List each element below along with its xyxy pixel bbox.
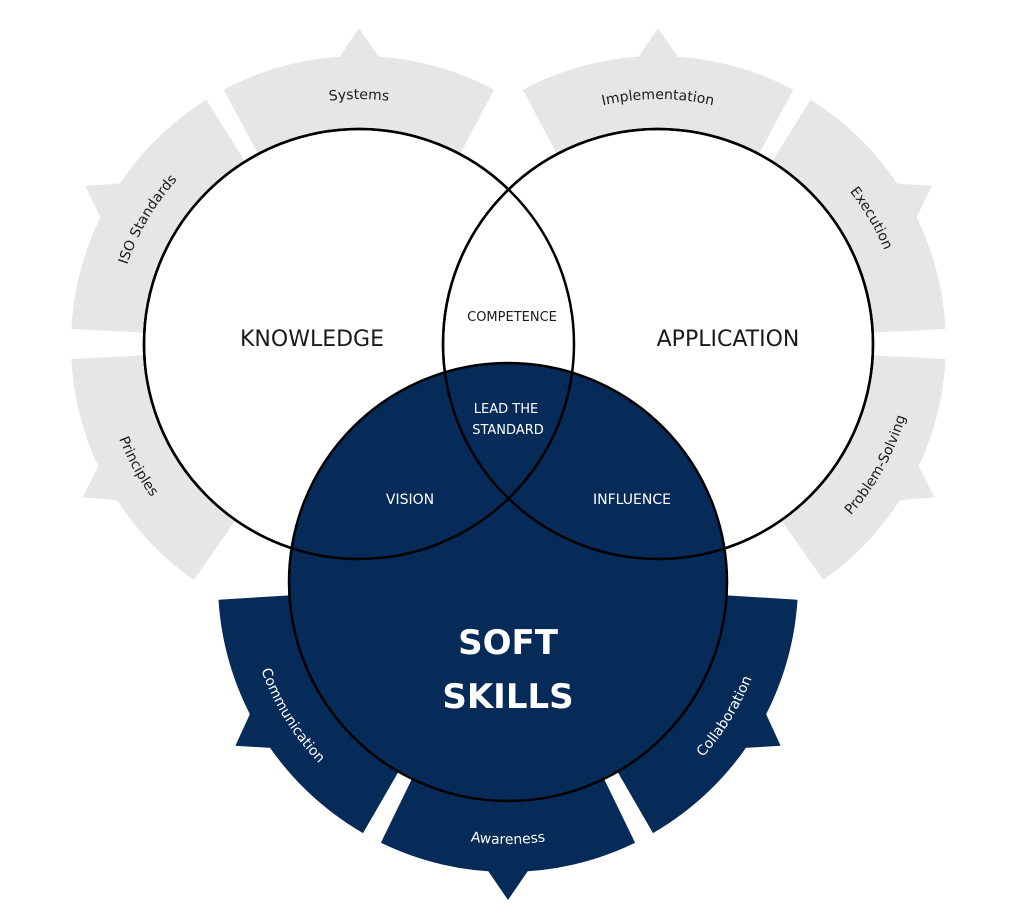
lead-the-standard-line2: STANDARD [472,423,544,438]
pointer-triangle-icon [235,711,273,748]
pointer-triangle-icon [82,464,120,501]
knowledge-circle-outline [142,127,576,561]
segment-label-text: Systems [328,87,390,105]
segment-band [781,355,946,580]
segment-band [380,778,636,873]
segment-label-text: Implementation [600,87,716,109]
pointer-triangle-icon [743,711,781,748]
knowledge-label: KNOWLEDGE [240,327,384,352]
pointer-triangle-icon [897,464,935,501]
application-label: APPLICATION [657,327,800,352]
pointer-triangle-icon [637,28,679,59]
soft-skills-circle [287,361,729,803]
segment-band [218,595,399,834]
segment-label-text: Awareness [470,829,546,848]
ring-segment-awareness: Awareness [380,778,636,900]
soft-skills-label-line1: SOFT [458,623,559,663]
segment-label-systems: Systems [328,87,390,105]
vision-label: VISION [386,492,434,508]
segment-band [223,55,495,155]
ring-segment-communication: Communication [218,595,399,834]
ring-segment-execution: Execution [771,99,946,333]
influence-label: INFLUENCE [593,492,671,508]
ring-segment-problem-solving: Problem-Solving [781,355,946,580]
pointer-triangle-icon [894,183,932,220]
pointer-triangle-icon [338,28,380,59]
segment-band [522,55,794,155]
pointer-triangle-icon [486,869,530,900]
lead-the-standard-line1: LEAD THE [474,402,538,417]
pointer-triangle-icon [85,183,123,220]
ring-segment-collaboration: Collaboration [617,595,798,834]
ring-segment-principles: Principles [71,355,236,580]
application-circle-outline [441,127,875,561]
ring-segment-systems: Systems [223,28,495,155]
segment-band [71,355,236,580]
soft-skills-label-line2: SKILLS [442,677,573,717]
segment-band [771,99,946,333]
segment-band [617,595,798,834]
ring-segment-implementation: Implementation [522,28,794,155]
segment-label-awareness: Awareness [470,829,546,848]
circle-labels: KNOWLEDGE APPLICATION COMPETENCE LEAD TH… [240,310,799,717]
segment-label-implementation: Implementation [600,87,716,109]
competence-label: COMPETENCE [467,310,557,325]
circles [142,127,875,803]
segment-band [71,99,246,333]
